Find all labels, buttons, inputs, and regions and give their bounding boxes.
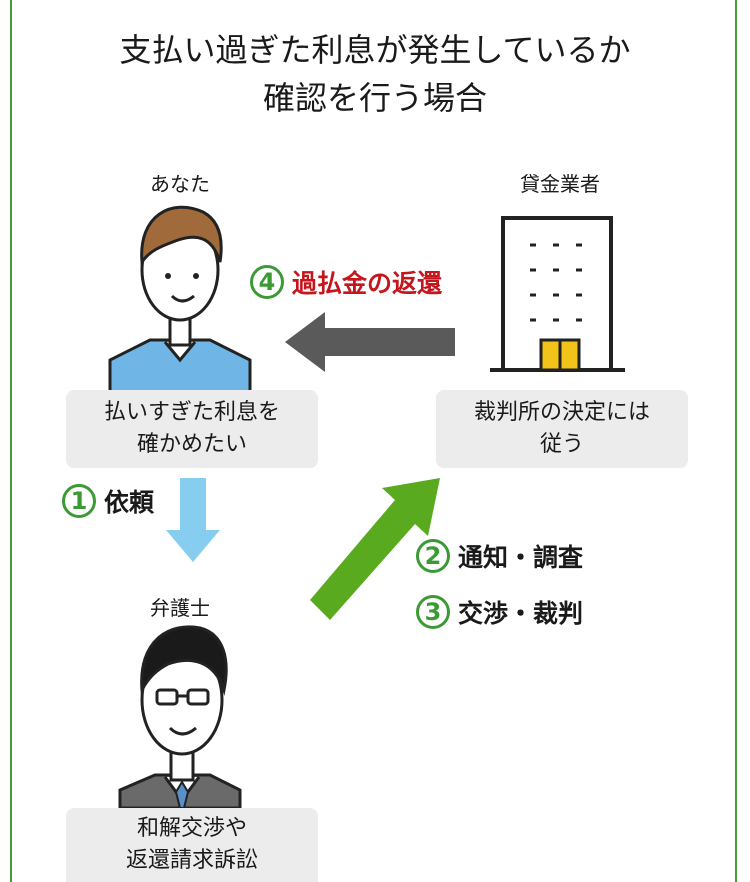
step-2-number: 2 bbox=[416, 539, 450, 573]
step-refund: 4 過払金の返還 bbox=[250, 264, 442, 300]
step-request: 1 依頼 bbox=[62, 483, 154, 519]
lawyer-note-line-2: 返還請求訴訟 bbox=[125, 848, 258, 873]
title-line-1: 支払い過ぎた利息が発生しているか bbox=[119, 31, 631, 69]
step-2-label: 通知・調査 bbox=[458, 543, 584, 572]
diagram-frame bbox=[10, 0, 737, 882]
actor-lender-label: 貸金業者 bbox=[520, 172, 600, 196]
step-4-number: 4 bbox=[250, 265, 284, 299]
lender-note-box: 裁判所の決定には 従う bbox=[436, 390, 688, 468]
notify-arrow bbox=[310, 478, 440, 620]
step-negotiate: 3 交渉・裁判 bbox=[416, 594, 583, 630]
actor-you-label: あなた bbox=[150, 172, 210, 196]
actor-lawyer-label: 弁護士 bbox=[150, 596, 210, 620]
you-note-line-1: 払いすぎた利息を bbox=[103, 400, 280, 425]
title-line-2: 確認を行う場合 bbox=[262, 79, 487, 117]
step-3-number: 3 bbox=[416, 595, 450, 629]
lender-note-line-1: 裁判所の決定には bbox=[473, 400, 650, 425]
request-arrow bbox=[166, 478, 220, 562]
you-note-box: 払いすぎた利息を 確かめたい bbox=[66, 390, 318, 468]
step-notify: 2 通知・調査 bbox=[416, 538, 583, 574]
step-3-label: 交渉・裁判 bbox=[458, 599, 584, 628]
person-you-illustration bbox=[108, 205, 252, 397]
step-4-label: 過払金の返還 bbox=[292, 269, 443, 298]
lawyer-note-box: 和解交渉や 返還請求訴訟 bbox=[66, 808, 318, 882]
lender-note-line-2: 従う bbox=[539, 432, 584, 457]
lawyer-note-line-1: 和解交渉や bbox=[136, 816, 247, 841]
step-1-label: 依頼 bbox=[104, 488, 155, 517]
building-illustration bbox=[490, 216, 625, 372]
refund-arrow bbox=[285, 312, 455, 372]
you-note-line-2: 確かめたい bbox=[136, 432, 247, 457]
lawyer-illustration bbox=[118, 625, 242, 810]
step-1-number: 1 bbox=[62, 484, 96, 518]
